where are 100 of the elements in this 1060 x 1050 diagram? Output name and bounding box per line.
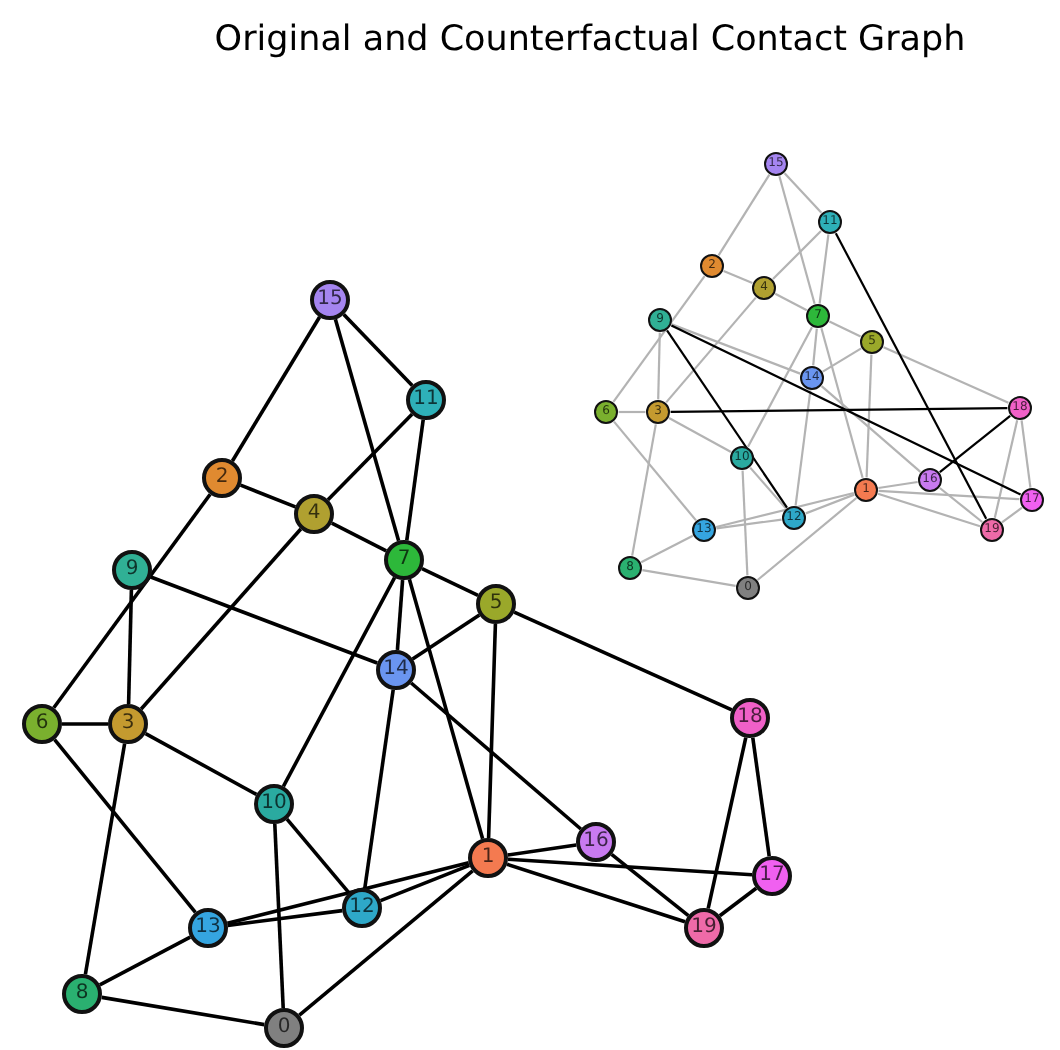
graph-edge — [631, 424, 657, 556]
graph-node — [112, 550, 152, 590]
node-number: 9 — [125, 560, 139, 580]
graph-edge — [52, 493, 212, 709]
graph-edge — [281, 576, 397, 788]
graph-node — [376, 650, 416, 690]
graph-edge — [778, 175, 816, 305]
graph-edge — [618, 410, 646, 414]
graph-edge — [878, 489, 1020, 501]
graph-edge — [421, 566, 479, 598]
graph-node — [188, 908, 228, 948]
node-number: 2 — [215, 468, 229, 488]
node-number: 1 — [481, 848, 495, 868]
graph-node — [406, 380, 446, 420]
graph-edge — [723, 270, 753, 284]
graph-node — [853, 477, 879, 503]
graph-node — [264, 1008, 304, 1048]
graph-edge — [671, 323, 801, 375]
node-number: 7 — [397, 550, 411, 570]
graph-edge — [1020, 420, 1032, 488]
graph-edge — [878, 480, 918, 490]
graph-edge — [772, 230, 822, 280]
graph-node — [979, 517, 1005, 543]
graph-edge — [747, 326, 813, 448]
graph-edge — [670, 407, 1008, 413]
graph-edge — [794, 390, 812, 506]
graph-node — [62, 974, 102, 1014]
graph-edge — [227, 908, 343, 928]
graph-node — [342, 888, 382, 928]
graph-edge — [53, 738, 197, 914]
graph-node — [817, 209, 843, 235]
graph-node — [752, 856, 792, 896]
graph-node — [476, 584, 516, 624]
graph-node — [735, 575, 761, 601]
node-number: 4 — [307, 504, 321, 524]
graph-edge — [640, 534, 694, 564]
chart-title: Original and Counterfactual Contact Graph — [212, 20, 968, 60]
graph-edge — [805, 493, 855, 515]
graph-edge — [716, 518, 782, 530]
graph-node — [384, 540, 424, 580]
graph-edge — [820, 327, 864, 479]
graph-edge — [717, 174, 771, 256]
graph-node — [917, 467, 943, 493]
graph-edge — [706, 737, 748, 909]
graph-edge — [405, 419, 425, 541]
graph-edge — [98, 935, 192, 987]
graph-edge — [139, 527, 303, 711]
graph-edge — [326, 412, 414, 502]
graph-node — [859, 329, 885, 355]
graph-edge — [612, 275, 706, 403]
graph-edge — [506, 862, 686, 924]
graph-edge — [613, 420, 697, 522]
node-number: 10 — [261, 794, 287, 814]
graph-edge — [877, 492, 981, 528]
graph-edge — [670, 324, 1022, 496]
graph-node — [593, 399, 619, 425]
node-number: 3 — [121, 714, 135, 734]
node-number: 5 — [489, 594, 503, 614]
graph-node — [108, 704, 148, 744]
graph-node — [310, 280, 350, 320]
graph-edge — [126, 589, 134, 705]
graph-node — [699, 253, 725, 279]
graph-edge — [507, 857, 753, 877]
graph-edge — [410, 681, 582, 831]
graph-node — [781, 505, 807, 531]
graph-edge — [657, 332, 661, 400]
node-number: 8 — [75, 984, 89, 1004]
graph-edge — [285, 818, 351, 894]
graph-edge — [230, 316, 322, 462]
graph-edge — [812, 328, 818, 366]
graph-edge — [610, 853, 690, 917]
graph-node — [294, 494, 334, 534]
graph-edge — [774, 292, 808, 312]
node-number: 13 — [195, 918, 221, 938]
graph-edge — [865, 354, 873, 478]
graph-edge — [751, 737, 771, 857]
graph-edge — [668, 417, 732, 453]
graph-edge — [379, 863, 471, 903]
node-number: 12 — [349, 898, 375, 918]
graph-edge — [756, 497, 858, 581]
graph-edge — [993, 419, 1019, 519]
graph-edge — [83, 743, 127, 975]
graph-edge — [150, 575, 378, 665]
graph-edge — [666, 329, 788, 509]
graph-edge — [144, 732, 258, 796]
graph-edge — [665, 296, 757, 404]
graph-node — [617, 555, 643, 581]
graph-edge — [820, 385, 922, 473]
graph-edge — [749, 466, 787, 510]
graph-node — [1007, 395, 1033, 421]
graph-edge — [239, 483, 297, 509]
graph-node — [691, 517, 717, 543]
graph-edge — [828, 320, 862, 338]
graph-edge — [298, 869, 474, 1017]
graph-edge — [331, 521, 387, 553]
graph-edge — [1001, 506, 1023, 524]
graph-node — [799, 365, 825, 391]
graph-node — [729, 445, 755, 471]
graph-edge — [818, 234, 830, 304]
graph-node — [763, 151, 789, 177]
